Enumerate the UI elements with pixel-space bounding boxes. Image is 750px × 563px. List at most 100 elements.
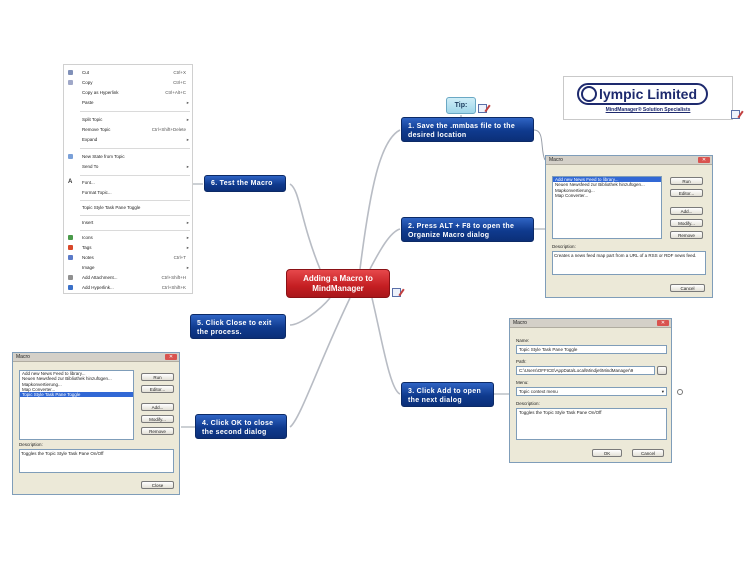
menu-item-image[interactable]: Image▸: [64, 264, 192, 271]
central-topic-line1: Adding a Macro to: [303, 274, 373, 283]
browse-icon[interactable]: [657, 366, 667, 375]
menu-item-shortcut: Ctrl+X: [173, 70, 186, 75]
add-button[interactable]: Add...: [670, 207, 703, 215]
collapse-toggle-icon[interactable]: [677, 389, 683, 395]
topic-step-3-line2: the next dialog: [408, 397, 462, 404]
menu-item-send-to[interactable]: Send To▸: [64, 163, 192, 170]
font-icon: A: [68, 179, 73, 185]
menu-item-shortcut: Ctrl+Alt+C: [165, 90, 186, 95]
macro-list[interactable]: Add new News Feed to library... Neuen Ne…: [19, 370, 134, 440]
menu-separator: [80, 111, 190, 112]
menu-item-split-topic[interactable]: Split Topic▸: [64, 116, 192, 123]
notes-icon: [68, 255, 73, 260]
cancel-button[interactable]: Cancel: [632, 449, 664, 457]
menu-item-label: Topic Style Task Pane Toggle: [82, 205, 141, 210]
close-icon[interactable]: ✕: [165, 354, 177, 360]
menu-item-label: Insert: [82, 220, 94, 225]
tags-icon: [68, 245, 73, 250]
description-label: Description:: [516, 401, 540, 406]
macro-list-item[interactable]: Neuen Newsfeed zur Bibliothek hinzufügen…: [22, 376, 112, 382]
name-field[interactable]: Topic Style Task Pane Toggle: [516, 345, 667, 354]
menu-item-copy-as-hyperlink[interactable]: Copy as Hyperlink Ctrl+Alt+C: [64, 89, 192, 96]
organize-macro-dialog-updated: Macro✕ Add new News Feed to library... N…: [12, 352, 180, 495]
ok-button[interactable]: OK: [592, 449, 622, 457]
macro-list-item[interactable]: Add new News Feed to library...: [553, 177, 661, 183]
menu-item-add-attachment[interactable]: Add Attachment...Ctrl+Shift+H: [64, 274, 192, 281]
macro-list-item[interactable]: Topic Style Task Pane Toggle: [20, 392, 133, 398]
topic-step-6[interactable]: 6. Test the Macro: [204, 175, 286, 192]
menu-item-add-hyperlink[interactable]: Add Hyperlink...Ctrl+Shift+K: [64, 284, 192, 291]
topic-step-4-line1: 4. Click OK to close: [202, 420, 274, 427]
macro-list-item[interactable]: Map Converter...: [555, 192, 589, 198]
description-label: Description:: [19, 442, 43, 447]
menu-item-label: Paste: [82, 100, 94, 105]
macro-list-item[interactable]: Map Converter...: [22, 386, 56, 392]
chevron-right-icon: ▸: [186, 265, 189, 270]
menu-item-cut[interactable]: Cut Ctrl+X: [64, 69, 192, 76]
topic-step-5[interactable]: 5. Click Close to exit the process.: [190, 314, 286, 339]
macro-list[interactable]: Add new News Feed to library... Neuen Ne…: [552, 176, 662, 239]
menu-item-topic-style-toggle[interactable]: Topic Style Task Pane Toggle: [64, 204, 192, 211]
note-icon: [392, 288, 401, 297]
menu-item-format-topic[interactable]: Format Topic...: [64, 189, 192, 196]
menu-item-insert[interactable]: Insert ▸: [64, 219, 192, 226]
macro-list-item[interactable]: Neuen Newsfeed zur Bibliothek hinzufügen…: [555, 182, 645, 188]
menu-item-label: Add Attachment...: [82, 275, 118, 280]
close-icon[interactable]: ✕: [657, 320, 669, 326]
menu-item-label: Copy: [82, 80, 93, 85]
run-button[interactable]: Run: [141, 373, 174, 381]
add-button[interactable]: Add...: [141, 403, 174, 411]
modify-button[interactable]: Modify...: [670, 219, 703, 227]
menu-separator: [80, 148, 190, 149]
menu-separator: [80, 215, 190, 216]
modify-button[interactable]: Modify...: [141, 415, 174, 423]
menu-item-shortcut: Ctrl+Shift+Delete: [151, 127, 186, 132]
path-field[interactable]: C:\Users\OFFICE\AppData\Local\Mindjet\Mi…: [516, 366, 655, 375]
menu-select-value: Topic context menu: [519, 389, 558, 394]
hyperlink-icon[interactable]: [731, 110, 740, 119]
run-button[interactable]: Run: [670, 177, 703, 185]
path-label: Path:: [516, 359, 527, 364]
close-button[interactable]: Close: [141, 481, 174, 489]
close-icon[interactable]: ✕: [698, 157, 710, 163]
attachment-icon: [68, 275, 73, 280]
dialog-titlebar: Macro✕: [546, 156, 712, 165]
menu-item-label: Cut: [82, 70, 90, 75]
menu-item-label: Icons: [82, 235, 93, 240]
editor-button[interactable]: Editor...: [670, 189, 703, 197]
editor-button[interactable]: Editor...: [141, 385, 174, 393]
chevron-right-icon: ▸: [186, 220, 189, 225]
macro-list-item[interactable]: Mapkonvertierung...: [555, 187, 595, 193]
topic-step-2[interactable]: 2. Press ALT + F8 to open the Organize M…: [401, 217, 534, 242]
central-topic[interactable]: Adding a Macro to MindManager: [286, 269, 390, 298]
tip-callout[interactable]: Tip:: [446, 97, 476, 114]
menu-item-tags[interactable]: Tags▸: [64, 244, 192, 251]
menu-item-label: Expand: [82, 137, 98, 142]
description-field: Creates a news feed map part from a URL …: [552, 251, 706, 275]
logo-badge: lympic Limited: [577, 83, 708, 105]
remove-button[interactable]: Remove: [670, 231, 703, 239]
remove-button[interactable]: Remove: [141, 427, 174, 435]
topic-step-1[interactable]: 1. Save the .mmbas file to the desired l…: [401, 117, 534, 142]
cancel-button[interactable]: Cancel: [670, 284, 705, 292]
menu-item-new-state[interactable]: New State from Topic: [64, 153, 192, 160]
menu-item-label: Copy as Hyperlink: [82, 90, 119, 95]
menu-item-paste[interactable]: Paste▸: [64, 99, 192, 106]
menu-item-label: Notes: [82, 255, 94, 260]
topic-step-3[interactable]: 3. Click Add to open the next dialog: [401, 382, 494, 407]
menu-select[interactable]: Topic context menu▾: [516, 387, 667, 396]
menu-separator: [80, 200, 190, 201]
menu-item-label: Add Hyperlink...: [82, 285, 114, 290]
macro-list-item[interactable]: Add new News Feed to library...: [22, 371, 86, 376]
description-field[interactable]: Toggles the Topic Style Task Pane On/Off: [516, 408, 667, 440]
menu-item-expand[interactable]: Expand▸: [64, 136, 192, 143]
logo-title: lympic Limited: [599, 86, 698, 102]
topic-step-4[interactable]: 4. Click OK to close the second dialog: [195, 414, 287, 439]
organize-macro-dialog: Macro✕ Add new News Feed to library... N…: [545, 155, 713, 298]
macro-list-item[interactable]: Mapkonvertierung...: [22, 381, 62, 387]
menu-item-icons[interactable]: Icons▸: [64, 234, 192, 241]
